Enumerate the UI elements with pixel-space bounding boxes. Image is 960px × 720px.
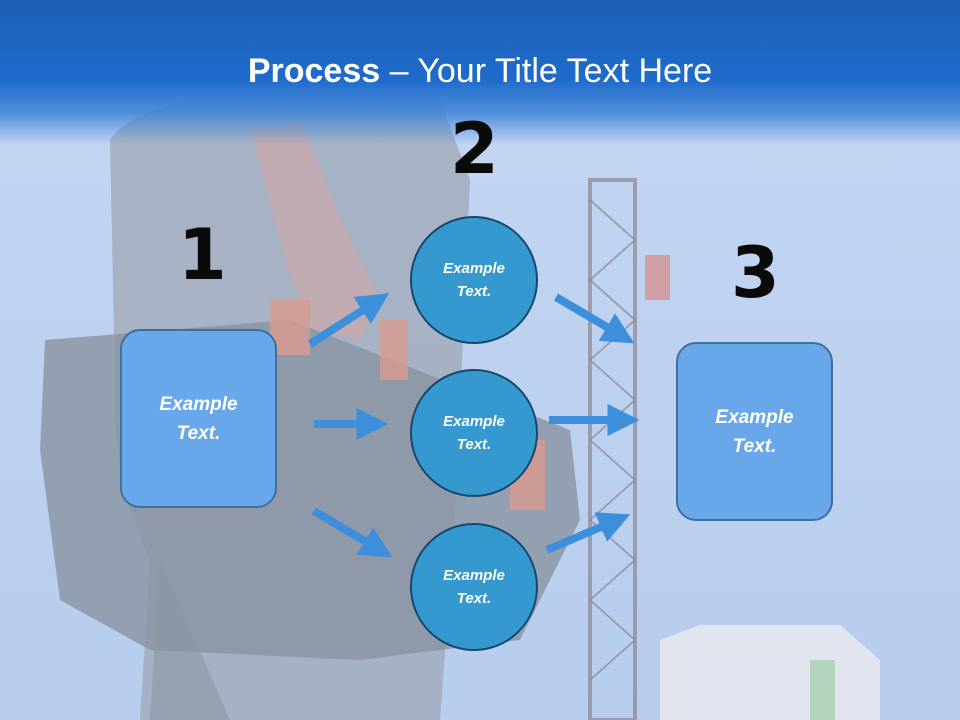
- step-number-1: 1: [178, 214, 227, 296]
- title-bar: Process – Your Title Text Here: [0, 0, 960, 145]
- step-number-2: 2: [450, 108, 499, 190]
- title-rest: – Your Title Text Here: [380, 52, 713, 90]
- right-box-text: Example Text.: [715, 406, 794, 457]
- circle-top-text: Example Text.: [443, 260, 505, 300]
- circle-bottom[interactable]: Example Text.: [410, 523, 538, 651]
- circle-bottom-text: Example Text.: [443, 567, 505, 607]
- circle-top[interactable]: Example Text.: [410, 216, 538, 344]
- title-bold: Process: [247, 52, 381, 90]
- circle-middle-text: Example Text.: [443, 413, 505, 453]
- left-box[interactable]: Example Text.: [120, 329, 277, 508]
- slide-title: Process – Your Title Text Here: [0, 52, 960, 91]
- circle-middle[interactable]: Example Text.: [410, 369, 538, 497]
- step-number-3: 3: [731, 232, 780, 314]
- right-box[interactable]: Example Text.: [676, 342, 833, 521]
- left-box-text: Example Text.: [159, 393, 238, 444]
